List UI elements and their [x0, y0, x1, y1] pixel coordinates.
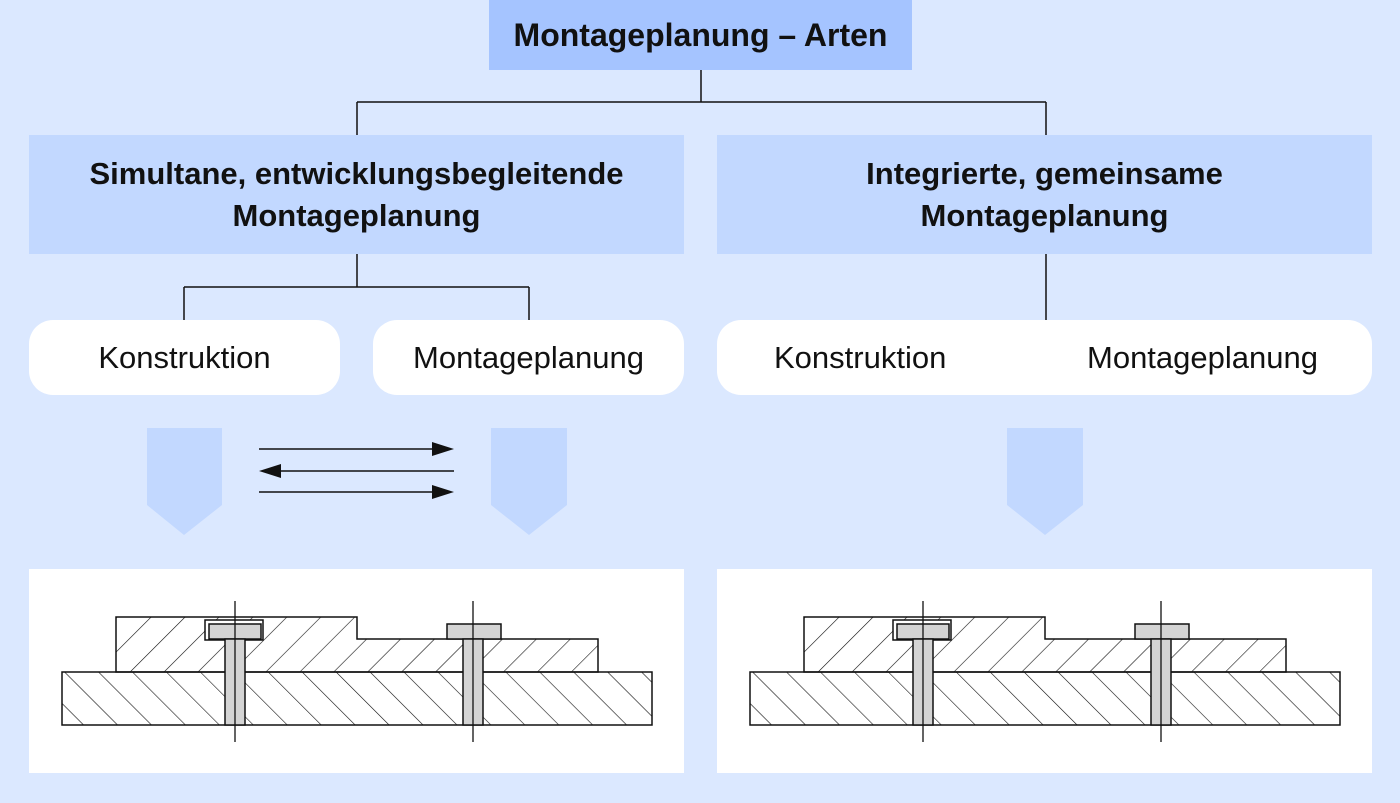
- category-integrated: Integrierte, gemeinsame Montageplanung: [717, 135, 1372, 254]
- arrow-right-icon: [432, 442, 454, 456]
- category-simultaneous: Simultane, entwicklungsbegleitende Monta…: [29, 135, 684, 254]
- category-heading-line1: Simultane, entwicklungsbegleitende: [89, 155, 624, 191]
- pill-label: Montageplanung: [1087, 339, 1318, 375]
- page-title-text: Montageplanung – Arten: [513, 16, 888, 53]
- category-heading-line2: Montageplanung: [920, 197, 1169, 233]
- drawing-panel-left: [29, 569, 684, 773]
- page-title: Montageplanung – Arten: [489, 0, 912, 70]
- bolted-joint-drawing: [61, 601, 653, 742]
- arrow-left-icon: [259, 464, 281, 478]
- pill-konstruktion-left: Konstruktion: [29, 320, 340, 395]
- category-heading-line1: Integrierte, gemeinsame: [866, 155, 1223, 191]
- pill-label: Konstruktion: [98, 339, 271, 375]
- exchange-arrows: [259, 448, 454, 493]
- pill-combined-right: Konstruktion Montageplanung: [717, 320, 1372, 395]
- down-arrow-left-b: [491, 428, 567, 535]
- bolted-joint-drawing: [749, 601, 1341, 742]
- down-arrow-left-a: [147, 428, 222, 535]
- pill-label: Konstruktion: [774, 339, 947, 375]
- pill-montageplanung-left: Montageplanung: [373, 320, 684, 395]
- arrow-right-icon: [432, 485, 454, 499]
- pill-label: Montageplanung: [413, 339, 644, 375]
- drawing-panel-right: [717, 569, 1372, 773]
- category-heading-line2: Montageplanung: [232, 197, 481, 233]
- down-arrow-right: [1007, 428, 1083, 535]
